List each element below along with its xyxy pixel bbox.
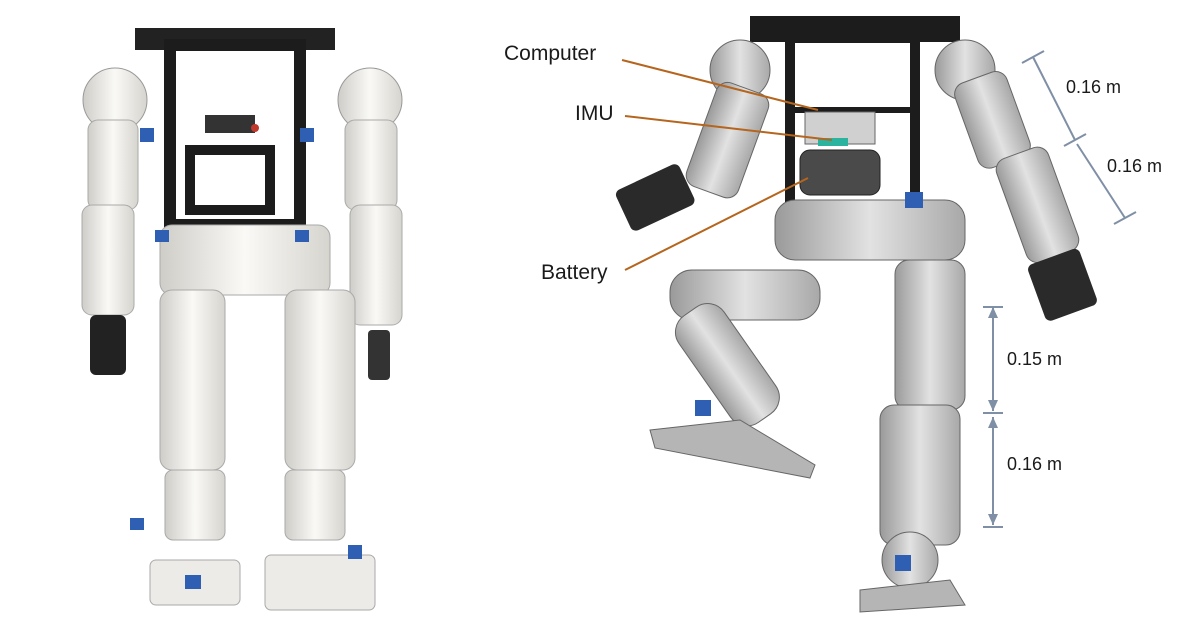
label-imu: IMU [575,102,614,125]
dim-label-forearm: 0.16 m [1107,156,1162,176]
photo-leg-left [159,289,226,471]
cad-foot-left [649,419,816,479]
photo-arm-right-lower [349,204,403,326]
dimension-line-forearm [1076,143,1126,219]
cad-hand-right [1028,248,1097,321]
cad-arm-left [685,81,770,199]
robot-photo [81,28,403,611]
cad-pelvis [774,199,966,261]
robot-cad [615,16,1097,613]
dim-label-upper-arm: 0.16 m [1066,77,1121,97]
dim-label-shin: 0.16 m [1007,454,1062,474]
photo-arm-left-lower [81,204,135,316]
dimension-line-upper-arm [1032,56,1076,141]
photo-leg-right [284,289,356,471]
dimensions [983,50,1137,528]
leader-line-computer [621,59,819,111]
label-computer: Computer [504,42,596,65]
cad-shin-left [674,303,780,427]
annotations: Computer IMU Battery [504,42,833,284]
cad-arm-right-lower [995,146,1080,264]
photo-arm-left-upper [87,119,139,211]
cad-imu [818,138,848,146]
cad-thigh-right [894,259,966,411]
cad-battery [799,149,881,196]
photo-pelvis [159,224,331,296]
label-battery: Battery [541,261,608,284]
dimension-arrows [988,307,998,525]
cad-foot-right [859,579,966,613]
photo-foot-right [264,554,376,611]
leader-line-battery [624,177,809,271]
photo-arm-right-upper [344,119,398,211]
cad-shin-right [879,404,961,546]
leader-line-imu [624,115,833,141]
photo-gripper [90,315,126,375]
cad-hand-left [615,164,695,231]
dim-label-thigh: 0.15 m [1007,349,1062,369]
